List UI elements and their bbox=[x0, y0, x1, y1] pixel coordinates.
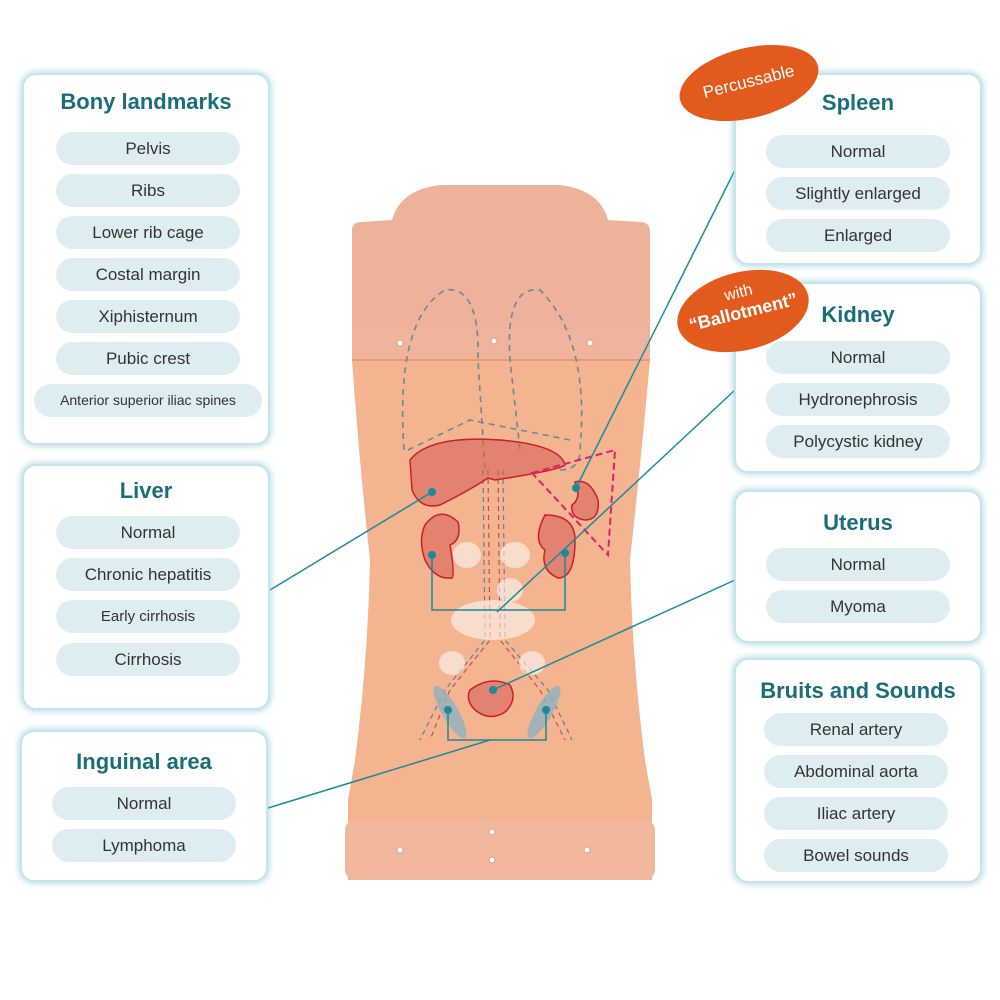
option-normal[interactable]: Normal bbox=[766, 135, 950, 168]
option-normal[interactable]: Normal bbox=[56, 516, 240, 549]
option-cirrhosis[interactable]: Cirrhosis bbox=[56, 643, 240, 676]
option-costal-margin[interactable]: Costal margin bbox=[56, 258, 240, 291]
option-polycystic-kidney[interactable]: Polycystic kidney bbox=[766, 425, 950, 458]
liver-organ bbox=[409, 438, 566, 507]
panel-spleen: Spleen Normal Slightly enlarged Enlarged bbox=[734, 73, 982, 265]
option-enlarged[interactable]: Enlarged bbox=[766, 219, 950, 252]
torso-manikin bbox=[352, 185, 650, 340]
panel-title: Spleen bbox=[821, 90, 895, 115]
option-pelvis[interactable]: Pelvis bbox=[56, 132, 240, 165]
option-pubic-crest[interactable]: Pubic crest bbox=[56, 342, 240, 375]
option-asis[interactable]: Anterior superior iliac spines bbox=[34, 384, 262, 417]
pelvis-base bbox=[345, 820, 655, 880]
panel-liver: Liver Normal Chronic hepatitis Early cir… bbox=[22, 464, 270, 710]
leader-lines bbox=[267, 169, 736, 809]
panel-uterus: Uterus Normal Myoma bbox=[734, 490, 982, 643]
option-bowel-sounds[interactable]: Bowel sounds bbox=[764, 839, 948, 872]
panel-title: Bony landmarks bbox=[60, 89, 232, 114]
option-abdominal-aorta[interactable]: Abdominal aorta bbox=[764, 755, 948, 788]
uterus-organ bbox=[467, 680, 514, 718]
option-early-cirrhosis[interactable]: Early cirrhosis bbox=[56, 600, 240, 633]
panel-title: Liver bbox=[119, 478, 173, 503]
panel-title: Inguinal area bbox=[76, 749, 212, 774]
rib-outline bbox=[401, 289, 583, 471]
panel-title: Uterus bbox=[823, 510, 893, 535]
panel-inguinal-area: Inguinal area Normal Lymphoma bbox=[20, 730, 268, 882]
option-ribs[interactable]: Ribs bbox=[56, 174, 240, 207]
option-slightly-enlarged[interactable]: Slightly enlarged bbox=[766, 177, 950, 210]
kidney-left bbox=[420, 513, 460, 579]
option-lower-rib-cage[interactable]: Lower rib cage bbox=[56, 216, 240, 249]
kidney-right bbox=[537, 514, 576, 579]
option-normal[interactable]: Normal bbox=[766, 341, 950, 374]
panel-title: Bruits and Sounds bbox=[760, 678, 956, 703]
option-iliac-artery[interactable]: Iliac artery bbox=[764, 797, 948, 830]
option-hydronephrosis[interactable]: Hydronephrosis bbox=[766, 383, 950, 416]
chest-plate-seam bbox=[352, 330, 650, 360]
panel-title: Kidney bbox=[821, 302, 895, 327]
option-normal[interactable]: Normal bbox=[766, 548, 950, 581]
percussion-triangle bbox=[530, 448, 617, 558]
option-lymphoma[interactable]: Lymphoma bbox=[52, 829, 236, 862]
option-renal-artery[interactable]: Renal artery bbox=[764, 713, 948, 746]
marker-dots bbox=[428, 484, 580, 714]
panel-bruits-and-sounds: Bruits and Sounds Renal artery Abdominal… bbox=[734, 658, 982, 883]
panel-bony-landmarks: Bony landmarks Pelvis Ribs Lower rib cag… bbox=[22, 73, 270, 445]
option-chronic-hepatitis[interactable]: Chronic hepatitis bbox=[56, 558, 240, 591]
screw-icons bbox=[396, 337, 594, 864]
option-normal[interactable]: Normal bbox=[52, 787, 236, 820]
option-xiphisternum[interactable]: Xiphisternum bbox=[56, 300, 240, 333]
option-myoma[interactable]: Myoma bbox=[766, 590, 950, 623]
